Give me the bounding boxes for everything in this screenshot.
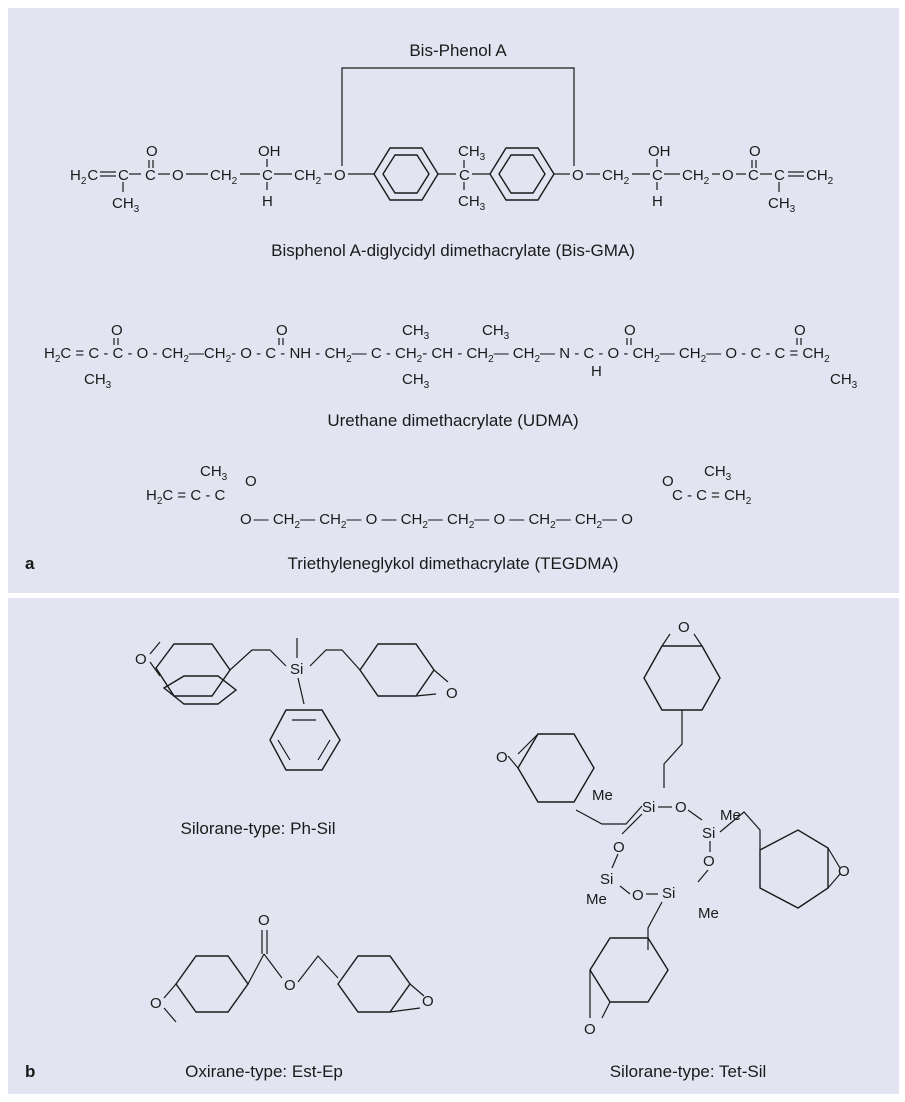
bisphenol-bracket [341, 67, 575, 166]
estep-cyclohexane-left [175, 955, 249, 1013]
estep-cyclohexane-right [337, 955, 411, 1013]
udma-ch3-e: CH3 [830, 371, 858, 391]
bisgma-c4: C [262, 167, 273, 184]
tetsil-cyclohexane-left [517, 733, 595, 803]
tetsil-cyclohexane-top [643, 645, 721, 711]
bisgma-ch3-top: CH3 [458, 143, 486, 163]
tetsil-o-right: O [838, 863, 850, 880]
udma-ch3-c: CH3 [402, 371, 430, 391]
tetsil-me-4: Me [586, 891, 607, 908]
estep-o-ester: O [284, 977, 296, 994]
udma-o-3: O [624, 322, 636, 339]
udma-o-1: O [111, 322, 123, 339]
estep-o-right: O [422, 993, 434, 1010]
bisgma-oh2: OH [648, 143, 671, 160]
bisgma-ch3-left: CH3 [112, 195, 140, 215]
phsil-cyclohexane-right [359, 643, 435, 697]
udma-chain: H2C = C - C - O - CH2—CH2- O - C - NH - … [44, 345, 830, 365]
bisgma-h1: H [262, 193, 273, 210]
bisgma-h2c: H2C [70, 167, 98, 187]
phsil-caption: Silorane-type: Ph-Sil [181, 819, 336, 838]
udma-structure: H2C = C - C - O - CH2—CH2- O - C - NH - … [44, 322, 858, 391]
bisgma-ch2-3: CH2 [602, 167, 630, 187]
tegdma-left-ch3: CH3 [200, 463, 228, 483]
bisgma-h2: H [652, 193, 663, 210]
tetsil-o-bottom: O [584, 1021, 596, 1038]
tegdma-chain: O— CH2— CH2— O — CH2— CH2— O — CH2— CH2—… [240, 511, 633, 531]
tegdma-left-methacrylate: H2C = C - C [146, 487, 225, 507]
bisgma-oh1: OH [258, 143, 281, 160]
udma-o-2: O [276, 322, 288, 339]
phsil-cyclohexane-left [155, 643, 231, 697]
tetsil-me-3: Me [698, 905, 719, 922]
tegdma-structure: H2C = C - C CH3 O O— CH2— CH2— O — CH2— … [146, 463, 752, 531]
udma-ch3-a: CH3 [84, 371, 112, 391]
bisgma-caption: Bisphenol A-diglycidyl dimethacrylate (B… [271, 241, 635, 260]
tegdma-right-o-carbonyl: O [662, 473, 674, 490]
tegdma-left-o-carbonyl: O [245, 473, 257, 490]
bisphenol-bracket-label: Bis-Phenol A [409, 41, 507, 60]
bisgma-o-carbonyl-left: O [146, 143, 158, 160]
bisgma-c-central: C [459, 167, 470, 184]
bisgma-o1: O [172, 167, 184, 184]
tetsil-ring-o-3: O [632, 887, 644, 904]
bisgma-o-carbonyl-right: O [749, 143, 761, 160]
bisgma-c3: C [145, 167, 156, 184]
bisgma-o4: O [722, 167, 734, 184]
udma-caption: Urethane dimethacrylate (UDMA) [327, 411, 578, 430]
panel-b-label: b [25, 1062, 35, 1081]
estep-structure: O O O O [150, 912, 434, 1023]
tetsil-o-top: O [678, 619, 690, 636]
panel-a-dimethacrylates: Bis-Phenol A H2C C C O CH3 O CH2 C OH H … [8, 8, 899, 593]
bisgma-ch2-end: CH2 [806, 167, 834, 187]
tetsil-cyclohexane-right [759, 829, 829, 909]
estep-o-left: O [150, 995, 162, 1012]
tetsil-o-left: O [496, 749, 508, 766]
bisgma-ch2-1: CH2 [210, 167, 238, 187]
tetsil-ring-o-2: O [703, 853, 715, 870]
tetsil-si-4: Si [600, 871, 613, 888]
tetsil-cyclohexane-bottom [589, 937, 669, 1003]
tetsil-caption: Silorane-type: Tet-Sil [610, 1062, 767, 1081]
bisgma-ch2-2: CH2 [294, 167, 322, 187]
phsil-phenyl [269, 709, 341, 771]
bisgma-ch2-4: CH2 [682, 167, 710, 187]
panel-a-label: a [25, 554, 35, 573]
bisgma-c5: C [652, 167, 663, 184]
tetsil-ring-o-4: O [613, 839, 625, 856]
tetsil-ring-o-1: O [675, 799, 687, 816]
udma-ch3-d: CH3 [482, 322, 510, 342]
tegdma-caption: Triethyleneglykol dimethacrylate (TEGDMA… [288, 554, 619, 573]
tegdma-right-methacrylate: C - C = CH2 [672, 487, 752, 507]
tetsil-me-1: Me [592, 787, 613, 804]
bisgma-c7: C [774, 167, 785, 184]
phsil-si: Si [290, 661, 303, 678]
tetsil-me-2: Me [720, 807, 741, 824]
tegdma-right-ch3: CH3 [704, 463, 732, 483]
udma-ch3-b: CH3 [402, 322, 430, 342]
tetsil-si-1: Si [642, 799, 655, 816]
bisgma-o2: O [334, 167, 346, 184]
estep-o-carbonyl: O [258, 912, 270, 929]
bisgma-structure: H2C C C O CH3 O CH2 C OH H CH2 O C CH3 C… [70, 143, 834, 215]
bisgma-ch3-bottom: CH3 [458, 193, 486, 213]
tetsil-si-2: Si [702, 825, 715, 842]
panel-b-drawing: O Si O Silorane-type: Ph-Sil O O O O Oxi… [25, 619, 850, 1081]
phsil-o-left: O [135, 651, 147, 668]
estep-caption: Oxirane-type: Est-Ep [185, 1062, 343, 1081]
bisgma-c6: C [748, 167, 759, 184]
bisgma-c2: C [118, 167, 129, 184]
tetsil-structure: O Me Si O Me Si O Si Me O Si Me O O [496, 619, 850, 1038]
panel-a-drawing: Bis-Phenol A H2C C C O CH3 O CH2 C OH H … [25, 41, 858, 573]
udma-h-n: H [591, 363, 602, 380]
panel-b-silorane-oxirane: O Si O Silorane-type: Ph-Sil O O O O Oxi… [8, 598, 899, 1094]
phsil-structure: O Si O [135, 638, 458, 771]
bisgma-ch3-right: CH3 [768, 195, 796, 215]
udma-o-4: O [794, 322, 806, 339]
bisgma-o3: O [572, 167, 584, 184]
phsil-o-right: O [446, 685, 458, 702]
tetsil-si-3: Si [662, 885, 675, 902]
